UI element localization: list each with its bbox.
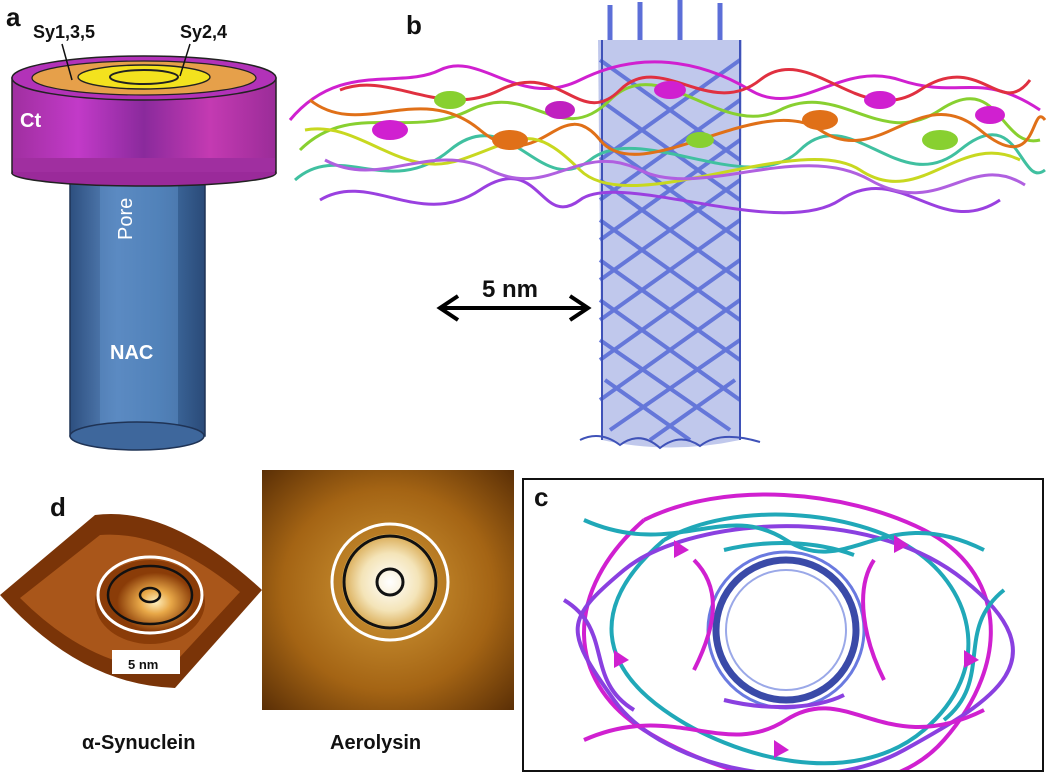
aerolysin-afm-image (262, 470, 514, 710)
scale-arrow (436, 294, 592, 322)
ct-label: Ct (20, 110, 42, 132)
ct-ring (11, 55, 277, 187)
pore-label: Pore (115, 197, 137, 240)
panel-b: b (280, 0, 1050, 470)
panel-b-letter: b (406, 10, 422, 40)
cap-domain (288, 60, 1047, 215)
pore-top-view (562, 492, 1015, 770)
pore-ribbon-model (288, 0, 1047, 450)
panel-a-letter: a (6, 2, 21, 32)
sy135-label: Sy1,3,5 (33, 22, 96, 42)
panel-d-letter: d (50, 492, 66, 522)
pore-schematic (11, 43, 277, 451)
panel-c-letter: c (534, 482, 549, 512)
pore-cylinder (69, 167, 206, 451)
caption-aerolysin: Aerolysin (330, 732, 422, 754)
beta-barrel (579, 0, 761, 450)
nac-label: NAC (110, 342, 154, 364)
sy24-label: Sy2,4 (180, 22, 228, 42)
caption-synuclein: α-Synuclein (82, 732, 196, 754)
panel-c: c (522, 478, 1044, 772)
panel-a: a (0, 0, 290, 470)
scale-label-b: 5 nm (482, 276, 539, 303)
cap-helices (372, 81, 1005, 150)
scale-label-d: 5 nm (128, 657, 159, 672)
panel-d: d 5 nm (0, 470, 520, 778)
synuclein-afm-image (0, 513, 262, 688)
